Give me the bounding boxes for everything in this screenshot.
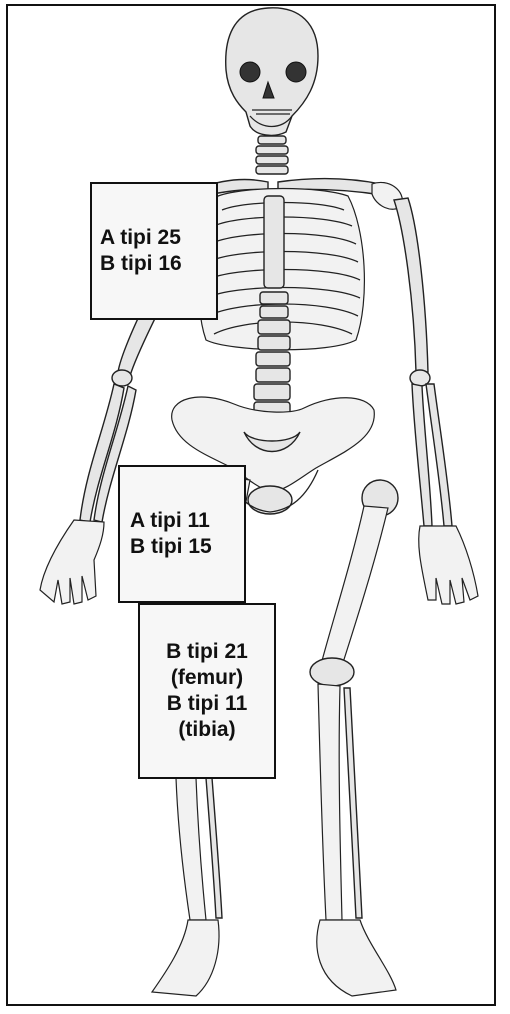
thorax-label-line-1: A tipi 25 <box>100 225 216 251</box>
skull <box>226 8 318 136</box>
legs-label-line-1: B tipi 21 <box>166 639 248 665</box>
legs-label-line-4: (tibia) <box>178 717 235 743</box>
left-arm <box>394 198 478 604</box>
legs-label-line-2: (femur) <box>171 665 243 691</box>
label-box-pelvis: A tipi 11 B tipi 15 <box>118 465 246 603</box>
pelvis-label-line-1: A tipi 11 <box>130 508 244 534</box>
left-leg <box>310 480 398 996</box>
thorax-label-line-2: B tipi 16 <box>100 251 216 277</box>
label-box-legs: B tipi 21 (femur) B tipi 11 (tibia) <box>138 603 276 779</box>
cervical-spine <box>256 136 288 174</box>
label-box-thorax: A tipi 25 B tipi 16 <box>90 182 218 320</box>
spine <box>254 292 290 418</box>
pelvis-label-line-2: B tipi 15 <box>130 534 244 560</box>
legs-label-line-3: B tipi 11 <box>167 691 248 717</box>
